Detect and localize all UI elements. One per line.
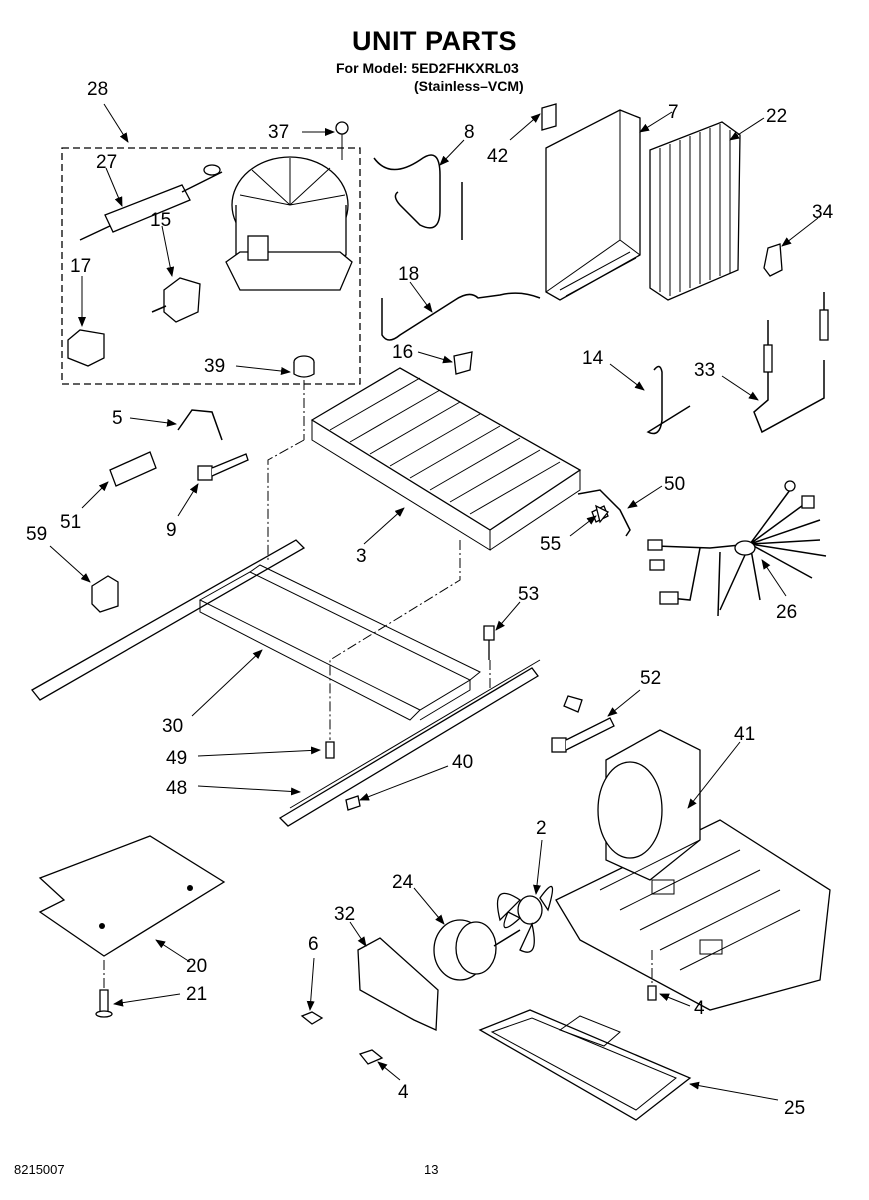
- filter-drier-part: [79, 164, 223, 241]
- callout-14: 14: [582, 348, 604, 369]
- callout-2: 2: [536, 818, 547, 839]
- fan-blade-part: [496, 885, 554, 953]
- grommet-part: [293, 355, 315, 440]
- insulation-51-part: [109, 451, 157, 487]
- callout-9: 9: [166, 520, 177, 541]
- callout-34: 34: [812, 202, 834, 223]
- callout-59: 59: [26, 524, 47, 545]
- wire-5-part: [177, 409, 223, 441]
- callout-22: 22: [766, 106, 787, 127]
- screw-4b-part: [647, 985, 657, 1001]
- callout-17: 17: [70, 256, 91, 277]
- callout-40: 40: [452, 752, 473, 773]
- callout-15: 15: [150, 210, 171, 231]
- clip-part: [541, 103, 557, 131]
- callout-5: 5: [112, 408, 123, 429]
- discharge-tube-part: [373, 154, 463, 240]
- callout-28: 28: [87, 79, 108, 100]
- callout-55: 55: [540, 534, 561, 555]
- callout-25: 25: [784, 1098, 805, 1119]
- callout-32: 32: [334, 904, 355, 925]
- callout-49: 49: [166, 748, 187, 769]
- bracket-16-part: [453, 351, 473, 375]
- clip-34-part: [763, 243, 783, 277]
- screw-6-part: [300, 1011, 324, 1025]
- rod-14-part: [646, 365, 691, 435]
- page-title: UNIT PARTS: [352, 26, 517, 56]
- suction-tube-part: [381, 292, 541, 341]
- callout-53: 53: [518, 584, 539, 605]
- link-lines: [267, 439, 491, 740]
- tube-33-part: [753, 292, 829, 434]
- base-pan-part: [555, 729, 831, 1011]
- document-number: 8215007: [14, 1162, 65, 1177]
- callout-18: 18: [398, 264, 419, 285]
- fan-motor-part: [433, 919, 521, 981]
- screw-21-part: [99, 989, 109, 1013]
- callout-26: 26: [776, 602, 797, 623]
- base-frame-part: [31, 539, 481, 721]
- callout-21: 21: [186, 984, 207, 1005]
- callout-16: 16: [392, 342, 413, 363]
- fan-bracket-part: [357, 937, 439, 1031]
- callout-8: 8: [464, 122, 475, 143]
- overload-part: [67, 329, 105, 367]
- clip-59-part: [91, 575, 119, 613]
- callout-42: 42: [487, 146, 508, 167]
- compressor-group-box: [61, 147, 361, 385]
- callout-4: 4: [398, 1082, 409, 1103]
- callout-39: 39: [204, 356, 225, 377]
- callout-6: 6: [308, 934, 319, 955]
- compressor-part: [225, 121, 353, 291]
- callout-52: 52: [640, 668, 661, 689]
- screw-parts: [325, 504, 610, 811]
- drain-pan-part: [478, 1009, 692, 1121]
- condenser-part: [649, 121, 741, 301]
- screw-4-part: [358, 1049, 384, 1065]
- mounting-rail-part: [278, 659, 541, 827]
- model-finish: (Stainless–VCM): [414, 78, 524, 94]
- callout-50: 50: [664, 474, 685, 495]
- callout-7: 7: [668, 102, 679, 123]
- callout-33: 33: [694, 360, 715, 381]
- model-number: For Model: 5ED2FHKXRL03: [336, 60, 519, 76]
- callout-30: 30: [162, 716, 183, 737]
- leader-lines: [49, 103, 819, 1101]
- relay-part: [151, 277, 201, 323]
- tie-52-part: [551, 717, 615, 753]
- callout-3: 3: [356, 546, 367, 567]
- page-number: 13: [424, 1162, 439, 1177]
- callout-37: 37: [268, 122, 289, 143]
- tie-9-part: [197, 453, 249, 481]
- insulation-pad-part: [38, 835, 226, 957]
- callout-20: 20: [186, 956, 207, 977]
- callout-27: 27: [96, 152, 117, 173]
- condenser-shroud-part: [545, 109, 641, 301]
- callout-41: 41: [734, 724, 755, 745]
- callout-51: 51: [60, 512, 81, 533]
- evaporator-part: [310, 367, 582, 551]
- wire-harness-part: [647, 480, 827, 617]
- callout-4b: 4: [694, 998, 705, 1019]
- callout-48: 48: [166, 778, 187, 799]
- callout-24: 24: [392, 872, 414, 893]
